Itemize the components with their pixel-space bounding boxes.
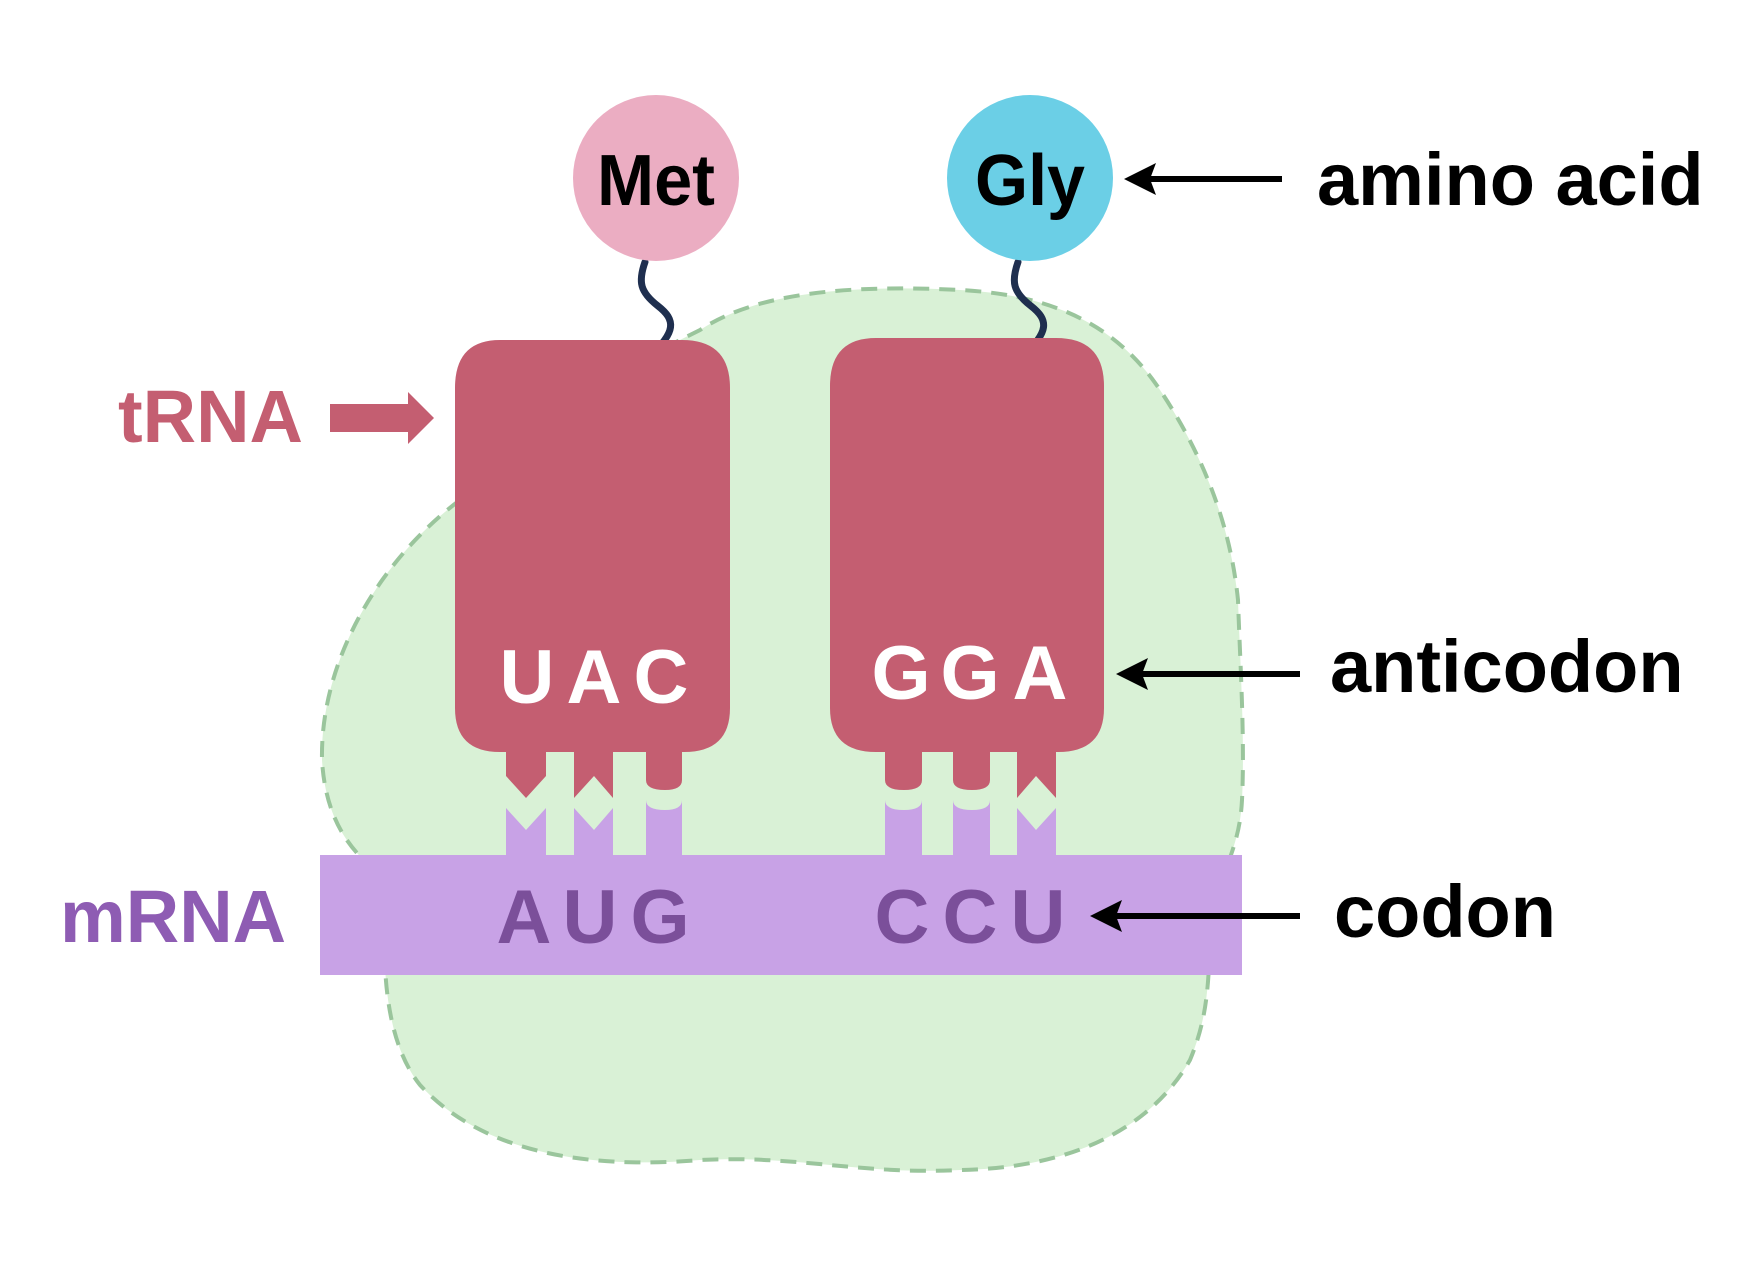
codon-base: C [943,875,998,960]
linker-met [637,258,675,360]
amino-acid-label: amino acid [1317,138,1704,221]
codon-base: U [1011,875,1066,960]
anticodon-right: G G A [871,631,1067,716]
anticodon-left: U A C [500,635,689,720]
mrna-base-stubs [506,800,1056,860]
mrna-strand [320,855,1242,975]
anticodon-base: G [940,631,999,716]
mrna-label: mRNA [60,875,286,958]
anticodon-base: A [1013,631,1068,716]
met-amino-acid-circle [573,95,739,261]
anticodon-base: U [500,635,555,720]
codon-base: C [875,875,930,960]
anticodon-base: A [567,635,622,720]
codon-left: A U G [497,875,690,960]
trna-label: tRNA [118,375,303,458]
codon-base: G [630,875,689,960]
codon-base: A [497,875,552,960]
anticodon-base: C [634,635,689,720]
anticodon-base: G [871,631,930,716]
codon-right: C C U [875,875,1066,960]
codon-base: U [563,875,618,960]
met-label: Met [597,141,715,221]
anticodon-arrow [1116,658,1300,690]
trna-arrow [330,392,434,444]
amino-acid-arrow [1124,163,1282,195]
anticodon-label: anticodon [1330,625,1684,708]
codon-label: codon [1334,870,1556,953]
codon-arrow [1090,900,1300,932]
gly-amino-acid-circle [947,95,1113,261]
trna-left-body [455,340,730,798]
gly-label: Gly [975,141,1085,221]
trna-right-body [830,338,1104,798]
